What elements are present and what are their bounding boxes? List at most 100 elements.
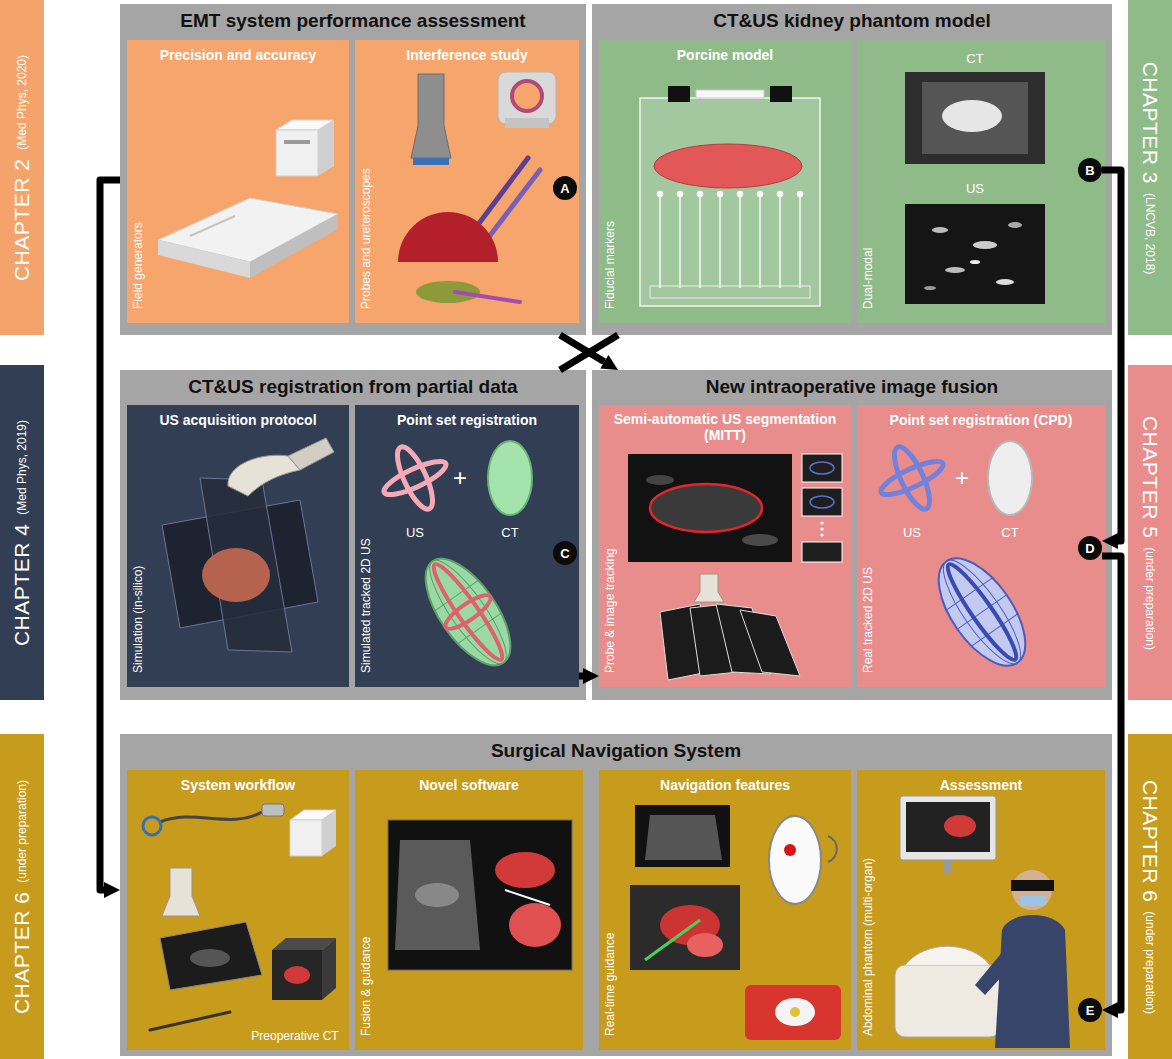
text-holder: CT <box>966 52 983 65</box>
us-volume <box>945 267 965 273</box>
image-label: CT <box>966 52 983 65</box>
subpanel-title: Precision and accuracy <box>160 47 316 63</box>
target-kidney <box>769 816 837 904</box>
side-label: Fiducial markers <box>603 221 617 309</box>
registered-meshes <box>932 551 1033 673</box>
side-label: Simulation (in-silico) <box>131 566 145 673</box>
software-screen <box>395 840 480 950</box>
fiducial-pins <box>758 192 763 197</box>
guidance-3d-view <box>630 885 740 970</box>
zoom-view <box>775 998 815 1026</box>
software-screen <box>388 820 572 970</box>
chapter-label: (Med Phys, 2019) <box>15 419 29 514</box>
fiducial-pins <box>699 192 701 288</box>
tracked-probe-frames <box>716 604 770 674</box>
tracked-probe-frames <box>660 604 708 680</box>
operator <box>975 870 1070 1048</box>
text-holder: System workflow <box>133 776 343 794</box>
ureteroscopes <box>468 158 540 246</box>
porcine-kidney <box>654 144 802 188</box>
porcine-kidney <box>654 144 802 188</box>
chapter-label: CHAPTER 5 <box>1138 415 1162 537</box>
phantom-box <box>696 90 764 98</box>
section-panel: New intraoperative image fusionSemi-auto… <box>592 370 1112 700</box>
subpanel-title: Point set registration <box>397 412 537 428</box>
ct-scanner-icon <box>512 81 542 111</box>
fiducial-pins <box>798 192 803 197</box>
target-kidney <box>828 836 837 862</box>
text-holder: + <box>453 466 467 490</box>
tracked-probe-frames <box>740 610 800 676</box>
zoom-view <box>745 985 841 1040</box>
side-label: Field generators <box>131 222 145 309</box>
field-generator-tabletop <box>250 214 338 278</box>
us-frame-segmented <box>628 454 792 562</box>
chapter-band: CHAPTER 2(Med Phys, 2020) <box>0 0 44 335</box>
phantom-box <box>650 286 810 298</box>
registered-meshes <box>441 590 494 634</box>
us-view <box>635 805 730 867</box>
ct-kidney-mesh <box>988 441 1032 515</box>
side-label: Real-time guidance <box>603 933 617 1036</box>
text-holder: US <box>966 182 984 195</box>
registered-meshes <box>410 545 527 679</box>
side-label: Dual-modal <box>861 248 875 309</box>
fiducial-pins <box>779 192 781 288</box>
simulated-kidney <box>202 548 270 602</box>
chapter-band: CHAPTER 3(LNCVB, 2018) <box>1128 0 1172 335</box>
us-volume <box>1008 222 1022 228</box>
us-view <box>635 805 730 867</box>
text-holder: Abdominal phantom (multi-organ) <box>861 858 875 1036</box>
interference-phantom <box>416 281 480 303</box>
text-holder: C <box>553 541 577 565</box>
ct-kidney-mesh <box>988 441 1032 515</box>
preoperative-ct-cube <box>272 938 336 1000</box>
text-holder: Navigation features <box>605 776 845 794</box>
subsection-panel: Point set registration (CPD)US+CTReal tr… <box>857 405 1105 687</box>
fiducial-pins <box>678 192 683 197</box>
chapter-label: CHAPTER 4 <box>10 523 34 645</box>
side-label: Abdominal phantom (multi-organ) <box>861 858 875 1036</box>
text-holder: US <box>406 526 424 539</box>
subpanel-title: US acquisition protocol <box>159 412 316 428</box>
registered-meshes <box>941 559 1024 665</box>
monitor <box>906 802 990 852</box>
subsection-panel: CTUSDual-modalB <box>857 40 1105 323</box>
fiducial-pins <box>719 192 721 288</box>
us-volume <box>924 286 936 290</box>
us-image <box>190 949 230 967</box>
text-holder: CT&US kidney phantom model <box>592 10 1112 32</box>
subpanel-title: Point set registration (CPD) <box>890 412 1073 428</box>
side-label: Probes and ureteroscopes <box>359 168 373 309</box>
subpanel-title: Navigation features <box>660 777 790 793</box>
panel-title: New intraoperative image fusion <box>706 376 998 398</box>
ureteroscope <box>143 817 161 835</box>
registered-meshes <box>922 544 1042 680</box>
panel-title: CT&US kidney phantom model <box>713 10 991 32</box>
fiducial-pins <box>778 192 783 197</box>
fiducial-pins <box>799 192 801 288</box>
band-text-holder: CHAPTER 6(under preparation) <box>1128 734 1172 1059</box>
field-generator-tabletop <box>158 198 338 262</box>
ureteroscopes <box>482 170 540 246</box>
us-volume <box>996 279 1014 285</box>
interference-phantom <box>398 212 520 303</box>
software-screen <box>505 890 550 905</box>
us-image-planes <box>162 500 318 628</box>
frame-thumbnails <box>802 454 842 482</box>
callout-badge: E <box>1078 998 1102 1022</box>
frame-thumbnails <box>802 488 842 516</box>
guidance-3d-view <box>687 933 723 957</box>
frame-thumbnails <box>802 542 842 562</box>
ultrasound-probe <box>411 74 451 158</box>
image-label: US <box>406 526 424 539</box>
registered-meshes <box>457 613 501 644</box>
subpanel-title: Interference study <box>406 47 527 63</box>
text-holder: Interference study <box>361 46 573 64</box>
text-holder: Surgical Navigation System <box>120 740 1112 762</box>
band-text-holder: CHAPTER 3(LNCVB, 2018) <box>1128 0 1172 335</box>
side-label: Simulated tracked 2D US <box>359 538 373 673</box>
text-holder: Semi-automatic US segmentation (MITT) <box>605 411 845 444</box>
side-label: Probe & image tracking <box>603 548 617 673</box>
